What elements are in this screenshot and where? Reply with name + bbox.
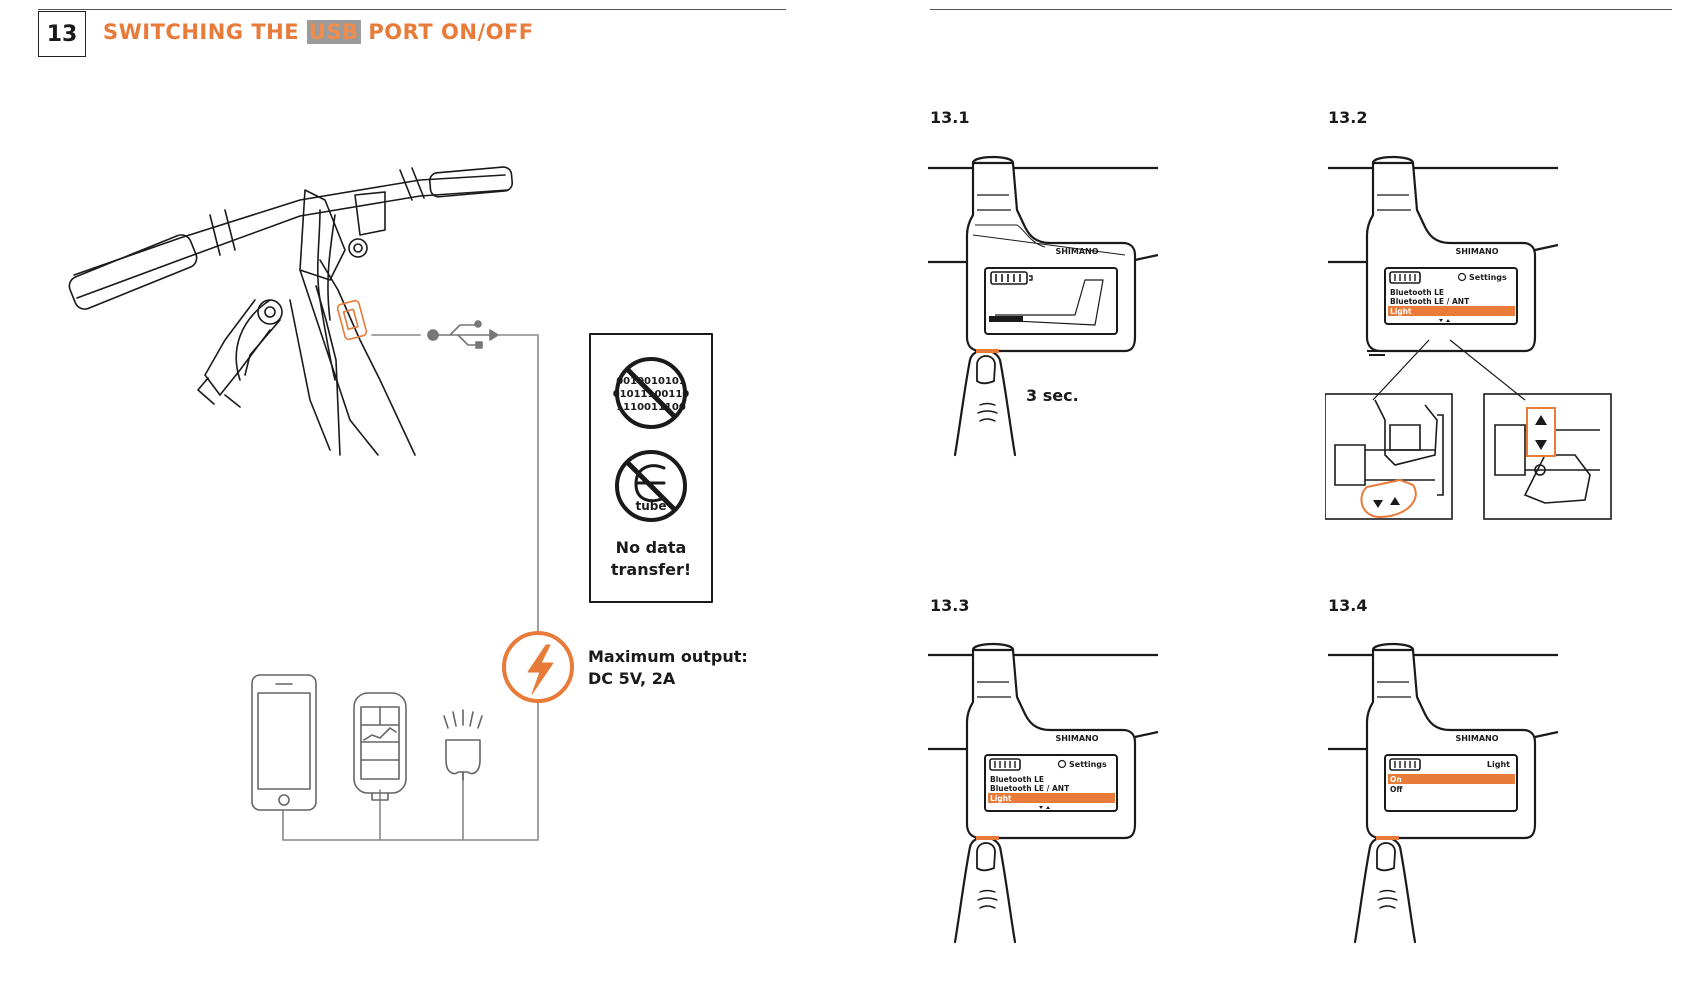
- max-output-line-1: Maximum output:: [588, 647, 748, 666]
- binary-line-1: 0010010101: [616, 376, 686, 387]
- display-unit-13-4: SHIMANO Light On Off: [1328, 642, 1559, 944]
- menu-highlight-13-3: [988, 793, 1115, 803]
- menu-header-13-4: Light: [1487, 760, 1510, 769]
- display-unit-13-2: SHIMANO Settings Bluetooth LE Bluetooth …: [1325, 155, 1612, 520]
- handlebar-icon: [68, 166, 514, 456]
- brand-label-13-1: SHIMANO: [1055, 247, 1098, 256]
- menu-item-13-3-1: Bluetooth LE / ANT: [990, 784, 1070, 793]
- tube-label: tube: [635, 499, 666, 513]
- menu-item-13-3-0: Bluetooth LE: [990, 775, 1044, 784]
- usb-symbol-icon: [427, 320, 499, 349]
- finger-icon: [953, 349, 1017, 457]
- binary-line-2: 01011100110: [613, 389, 690, 400]
- step-13-2-label: 13.2: [1328, 108, 1368, 127]
- press-duration-label: 3 sec.: [1026, 386, 1079, 405]
- menu-highlight-13-4: [1388, 774, 1515, 784]
- brand-label-13-3: SHIMANO: [1055, 734, 1098, 743]
- lamp-icon: [443, 709, 483, 781]
- header-rule-left: [38, 9, 786, 10]
- menu-item-13-2-2: Light: [1390, 307, 1412, 316]
- usb-port-icon: [336, 299, 368, 341]
- menu-highlight-13-2: [1388, 306, 1515, 316]
- header-rule-right: [930, 9, 1672, 10]
- no-data-line-1: No data: [615, 538, 687, 557]
- finger-icon-13-4: [1353, 836, 1417, 944]
- menu-item-13-2-1: Bluetooth LE / ANT: [1390, 297, 1470, 306]
- page-title: SWITCHING THE USB PORT ON/OFF: [103, 20, 534, 44]
- remote-switch-left-icon: [1325, 393, 1453, 520]
- brand-label-13-2: SHIMANO: [1455, 247, 1498, 256]
- smartphone-icon: [251, 674, 317, 811]
- title-suffix: PORT ON/OFF: [360, 20, 534, 44]
- power-lightning-icon: [502, 631, 574, 703]
- display-unit-13-3: SHIMANO Settings Bluetooth LE Bluetooth …: [928, 642, 1159, 944]
- nav-arrows-icon: [1439, 319, 1450, 322]
- step-13-4-label: 13.4: [1328, 596, 1368, 615]
- menu-item-13-4-0: On: [1390, 775, 1402, 784]
- title-prefix: SWITCHING THE: [103, 20, 307, 44]
- usb-illustration: 0010010101 01011100110 1110011100 tube: [68, 166, 713, 841]
- up-down-arrows-icon: [1535, 415, 1547, 450]
- menu-item-13-4-1: Off: [1390, 785, 1403, 794]
- no-data-binary-icon: [615, 357, 687, 429]
- no-data-line-2: transfer!: [610, 560, 692, 579]
- no-data-text: No data transfer!: [590, 537, 712, 581]
- title-highlight: USB: [306, 20, 361, 44]
- menu-item-13-2-0: Bluetooth LE: [1390, 288, 1444, 297]
- menu-header-13-3: Settings: [1069, 760, 1107, 769]
- max-output-label: Maximum output: DC 5V, 2A: [588, 646, 748, 690]
- max-output-line-2: DC 5V, 2A: [588, 669, 676, 688]
- menu-header-13-2: Settings: [1469, 273, 1507, 282]
- finger-icon-13-3: [953, 836, 1017, 944]
- bike-computer-icon: [353, 692, 407, 801]
- brand-label-13-4: SHIMANO: [1455, 734, 1498, 743]
- step-13-1-label: 13.1: [930, 108, 970, 127]
- binary-line-3: 1110011100: [616, 402, 686, 413]
- menu-item-13-3-2: Light: [990, 794, 1012, 803]
- step-13-3-label: 13.3: [930, 596, 970, 615]
- remote-switch-right-icon: [1483, 393, 1612, 520]
- display-unit-13-1: SHIMANO: [928, 155, 1159, 457]
- chapter-number: 13: [38, 11, 86, 57]
